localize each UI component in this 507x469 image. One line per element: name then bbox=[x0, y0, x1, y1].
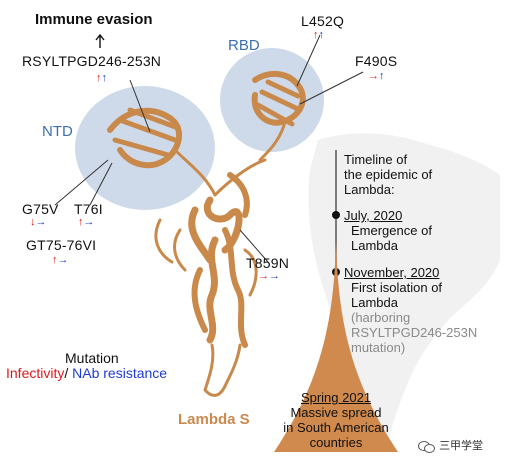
up-arrow-icon: ↑ bbox=[379, 70, 385, 82]
wechat-icon bbox=[418, 440, 436, 454]
rsyltpgd-arrows: ↑↑ bbox=[96, 72, 107, 84]
spread-cone bbox=[274, 240, 398, 452]
timeline-text: in South American bbox=[283, 420, 389, 435]
down-arrow-icon: ↓ bbox=[30, 216, 36, 228]
legend-keys: Infectivity/ NAb resistance bbox=[6, 366, 167, 380]
rbd-domain-ellipse bbox=[220, 48, 324, 152]
timeline-text: countries bbox=[309, 435, 363, 450]
timeline-text: Emergence of bbox=[351, 223, 432, 238]
timeline-event-spring-2021: Spring 2021 Massive spread in South Amer… bbox=[274, 390, 398, 450]
t859n-arrows: →→ bbox=[258, 270, 280, 282]
immune-evasion-title: Immune evasion bbox=[35, 11, 153, 28]
up-arrow-icon: ↑ bbox=[78, 216, 84, 228]
timeline-heading-line: Lambda: bbox=[344, 182, 395, 197]
right-arrow-icon: → bbox=[258, 270, 269, 282]
timeline-note: (harboring bbox=[351, 310, 411, 325]
timeline-text: Lambda bbox=[351, 238, 398, 253]
up-arrow-icon: ↑ bbox=[101, 72, 108, 84]
timeline-heading-line: the epidemic of bbox=[344, 167, 433, 182]
timeline-dot-july bbox=[332, 211, 340, 219]
watermark: 三甲学堂 bbox=[418, 439, 484, 454]
mutation-t859n: T859N bbox=[246, 255, 290, 271]
timeline-note: mutation) bbox=[351, 340, 406, 355]
immune-evasion-arrow bbox=[95, 33, 105, 48]
timeline-heading: Timeline of the epidemic of Lambda: bbox=[344, 152, 432, 197]
timeline-event-november-2020: November, 2020 First isolation of Lambda… bbox=[344, 265, 477, 355]
timeline-heading-line: Timeline of bbox=[344, 152, 408, 167]
legend-nab-resistance: NAb resistance bbox=[68, 365, 168, 381]
right-arrow-icon: → bbox=[35, 216, 47, 228]
mutation-t76i: T76I bbox=[74, 201, 103, 217]
f490s-arrows: →↑ bbox=[368, 70, 385, 82]
timeline-date: July, 2020 bbox=[344, 208, 403, 223]
right-arrow-icon: → bbox=[269, 270, 280, 282]
watermark-text: 三甲学堂 bbox=[439, 439, 484, 452]
timeline-text: Spring 2021 bbox=[300, 390, 372, 405]
rbd-label: RBD bbox=[228, 37, 260, 54]
mutation-l452q: L452Q bbox=[301, 13, 345, 29]
right-arrow-icon: → bbox=[83, 216, 95, 228]
legend-separator: / bbox=[64, 365, 69, 381]
mutation-g75v: G75V bbox=[22, 201, 59, 217]
lambda-s-label: Lambda S bbox=[178, 411, 250, 428]
mutation-gt75-76vi: GT75-76VI bbox=[26, 237, 97, 253]
up-arrow-icon: ↑ bbox=[52, 254, 58, 266]
spike-protein-structure bbox=[107, 70, 306, 397]
up-arrow-icon: ↑ bbox=[96, 72, 102, 84]
mutation-f490s: F490S bbox=[355, 53, 398, 69]
leader-lines bbox=[54, 34, 364, 263]
right-arrow-icon: → bbox=[57, 254, 69, 266]
timeline-text: First isolation of bbox=[351, 280, 443, 295]
l452q-arrows: ↑↑ bbox=[313, 29, 324, 41]
up-arrow-icon: ↑ bbox=[313, 29, 319, 41]
timeline-event-july-2020: July, 2020 Emergence of Lambda bbox=[344, 208, 432, 253]
gt75-76vi-arrows: ↑→ bbox=[52, 254, 69, 266]
timeline-date: November, 2020 bbox=[344, 265, 440, 280]
timeline-note: RSYLTPGD246-253N bbox=[351, 325, 478, 340]
timeline-text: Massive spread bbox=[290, 405, 382, 420]
right-arrow-icon: → bbox=[368, 70, 379, 82]
ntd-label: NTD bbox=[42, 123, 73, 140]
legend-infectivity: Infectivity bbox=[6, 365, 65, 381]
t76i-arrows: ↑→ bbox=[78, 216, 95, 228]
g75v-arrows: ↓→ bbox=[30, 216, 47, 228]
mutation-rsyltpgd246-253n: RSYLTPGD246-253N bbox=[22, 53, 162, 69]
timeline-text: Lambda bbox=[351, 295, 398, 310]
legend-title: Mutation bbox=[65, 350, 119, 366]
up-arrow-icon: ↑ bbox=[318, 29, 325, 41]
